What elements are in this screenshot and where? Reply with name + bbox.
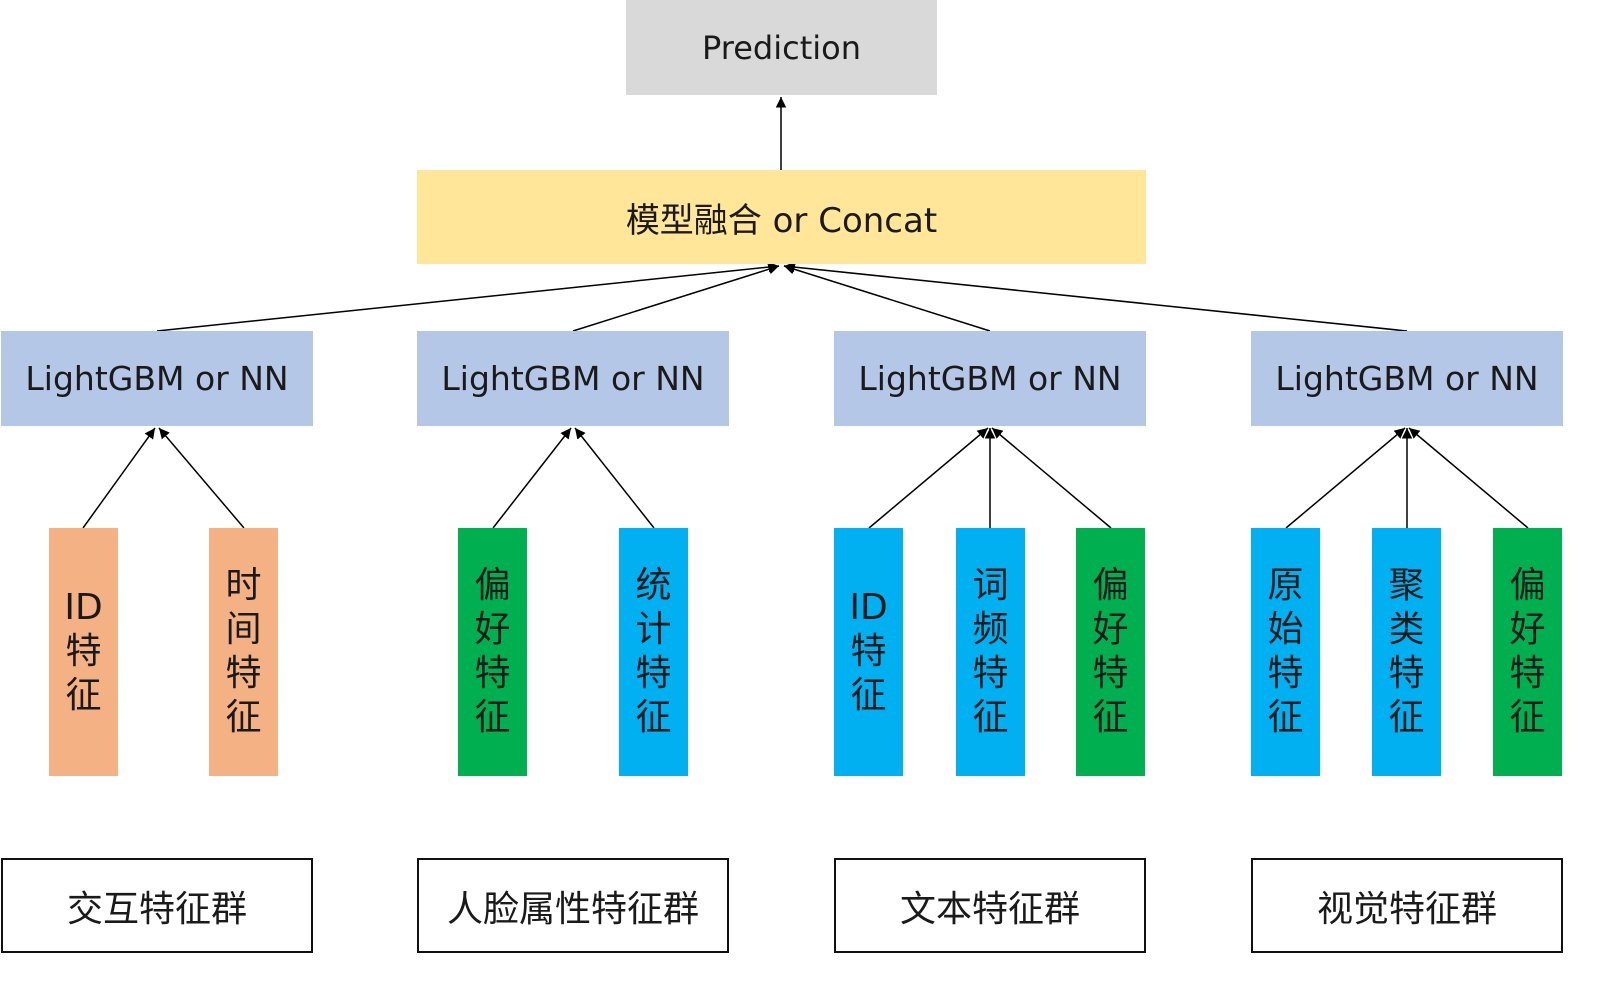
model-box-2: LightGBM or NN	[417, 331, 729, 426]
feature-label-char: 好	[474, 609, 511, 650]
feature-label-char: 特	[225, 653, 262, 694]
feature-label-char: 特	[1092, 653, 1129, 694]
feature-label-char: 好	[1092, 609, 1129, 650]
feature-label-char: 类	[1388, 609, 1425, 650]
feature-label-char: 特	[474, 653, 511, 694]
feature-label-char: 特	[1388, 653, 1425, 694]
feature-label-char: 好	[1509, 609, 1546, 650]
feature-label-char: 征	[635, 697, 672, 738]
arrow-model-3-to-fusion	[783, 264, 991, 332]
feature-box-statistics: 统计特征	[619, 528, 688, 776]
group-box-visual: 视觉特征群	[1251, 858, 1563, 953]
feature-label-char: 统	[635, 565, 672, 606]
arrow-feature-3-to-model	[492, 427, 572, 529]
feature-label-char: ID	[64, 587, 103, 628]
group-box-interaction: 交互特征群	[1, 858, 313, 953]
group-label: 文本特征群	[899, 888, 1080, 930]
arrow-feature-4-to-model	[574, 427, 655, 529]
model-label: LightGBM or NN	[1275, 359, 1539, 398]
feature-label-char: 征	[474, 697, 511, 738]
feature-label-char: 特	[1509, 653, 1546, 694]
feature-label-char: 征	[65, 675, 102, 716]
feature-label-char: 征	[1388, 697, 1425, 738]
feature-label-char: 特	[635, 653, 672, 694]
group-label: 人脸属性特征群	[446, 888, 699, 930]
arrow-feature-5-to-model	[868, 427, 989, 529]
group-box-face-attributes: 人脸属性特征群	[417, 858, 729, 953]
model-box-4: LightGBM or NN	[1251, 331, 1563, 426]
arrow-feature-8-to-model	[1285, 427, 1406, 529]
feature-label-char: 征	[1092, 697, 1129, 738]
group-label: 视觉特征群	[1316, 888, 1497, 930]
arrow-feature-1-to-model	[82, 427, 156, 529]
feature-label-char: 特	[65, 631, 102, 672]
feature-box-cluster: 聚类特征	[1372, 528, 1441, 776]
arrow-feature-10-to-model	[1408, 427, 1529, 529]
feature-label-char: 征	[972, 697, 1009, 738]
arrow-feature-7-to-model	[991, 427, 1112, 529]
feature-label-char: ID	[849, 587, 888, 628]
model-box-3: LightGBM or NN	[834, 331, 1146, 426]
feature-label-char: 计	[635, 609, 672, 650]
feature-box-raw: 原始特征	[1251, 528, 1320, 776]
feature-label-char: 征	[225, 697, 262, 738]
prediction-label: Prediction	[702, 28, 861, 67]
model-label: LightGBM or NN	[25, 359, 289, 398]
feature-label-char: 偏	[474, 565, 511, 606]
model-label: LightGBM or NN	[441, 359, 705, 398]
feature-label-char: 征	[850, 675, 887, 716]
feature-label-char: 时	[225, 565, 262, 606]
feature-label-char: 原	[1267, 565, 1304, 606]
feature-box-preference: 偏好特征	[1076, 528, 1145, 776]
feature-label-char: 偏	[1509, 565, 1546, 606]
feature-label-char: 偏	[1092, 565, 1129, 606]
fusion-box: 模型融合 or Concat	[417, 170, 1146, 264]
arrow-model-2-to-fusion	[572, 264, 780, 332]
group-box-text: 文本特征群	[834, 858, 1146, 953]
feature-label-char: 征	[1509, 697, 1546, 738]
feature-box-preference: 偏好特征	[458, 528, 527, 776]
feature-box-term-frequency: 词频特征	[956, 528, 1025, 776]
feature-label-char: 始	[1267, 609, 1304, 650]
feature-label-char: 特	[850, 631, 887, 672]
feature-label-char: 词	[972, 565, 1009, 606]
arrow-model-1-to-fusion	[156, 261, 780, 332]
feature-label-char: 征	[1267, 697, 1304, 738]
group-label: 交互特征群	[66, 888, 247, 930]
arrow-model-4-to-fusion	[783, 261, 1408, 332]
arrow-feature-2-to-model	[158, 427, 245, 529]
fusion-label: 模型融合 or Concat	[625, 200, 938, 241]
feature-label-char: 频	[972, 609, 1009, 650]
prediction-box: Prediction	[626, 0, 937, 95]
feature-label-char: 特	[972, 653, 1009, 694]
model-label: LightGBM or NN	[858, 359, 1122, 398]
model-box-1: LightGBM or NN	[1, 331, 313, 426]
feature-label-char: 特	[1267, 653, 1304, 694]
feature-label-char: 间	[225, 609, 262, 650]
feature-box-time: 时间特征	[209, 528, 278, 776]
feature-box-preference: 偏好特征	[1493, 528, 1562, 776]
feature-label-char: 聚	[1388, 565, 1425, 606]
